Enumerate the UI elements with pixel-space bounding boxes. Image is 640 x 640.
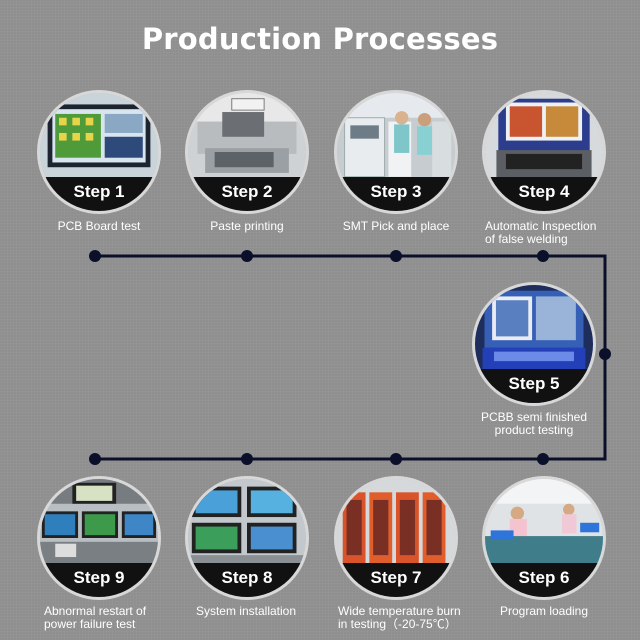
flow-node <box>390 250 402 262</box>
step-3-caption: SMT Pick and place <box>342 219 450 233</box>
step-label: Step 9 <box>40 563 158 597</box>
step-5-caption: PCBB semi finished product testing <box>480 410 588 437</box>
step-6-caption: Program loading <box>499 604 589 618</box>
step-7-circle: Step 7 <box>334 476 458 600</box>
step-label: Step 2 <box>188 177 306 211</box>
step-2-caption: Paste printing <box>210 219 284 233</box>
flow-node <box>89 453 101 465</box>
step-5-circle: Step 5 <box>472 282 596 406</box>
step-8-caption: System installation <box>195 604 297 618</box>
step-2-circle: Step 2 <box>185 90 309 214</box>
step-label: Step 8 <box>188 563 306 597</box>
step-label: Step 5 <box>475 369 593 403</box>
step-8-circle: Step 8 <box>185 476 309 600</box>
step-4-caption: Automatic Inspection of false welding <box>485 219 597 246</box>
step-9-circle: Step 9 <box>37 476 161 600</box>
flow-node <box>89 250 101 262</box>
flow-node <box>241 250 253 262</box>
step-label: Step 7 <box>337 563 455 597</box>
step-1-caption: PCB Board test <box>57 219 141 233</box>
flow-node <box>537 453 549 465</box>
step-label: Step 3 <box>337 177 455 211</box>
step-9-caption: Abnormal restart of power failure test <box>44 604 147 631</box>
flow-node <box>390 453 402 465</box>
step-label: Step 1 <box>40 177 158 211</box>
flow-node <box>241 453 253 465</box>
step-label: Step 6 <box>485 563 603 597</box>
step-7-caption: Wide temperature burn in testing（-20-75℃… <box>338 604 461 631</box>
flow-node <box>599 348 611 360</box>
step-4-circle: Step 4 <box>482 90 606 214</box>
page-title: Production Processes <box>141 22 499 56</box>
step-6-circle: Step 6 <box>482 476 606 600</box>
aoi-machine-image <box>485 93 603 211</box>
step-1-circle: Step 1 <box>37 90 161 214</box>
flow-node <box>537 250 549 262</box>
step-3-circle: Step 3 <box>334 90 458 214</box>
step-label: Step 4 <box>485 177 603 211</box>
